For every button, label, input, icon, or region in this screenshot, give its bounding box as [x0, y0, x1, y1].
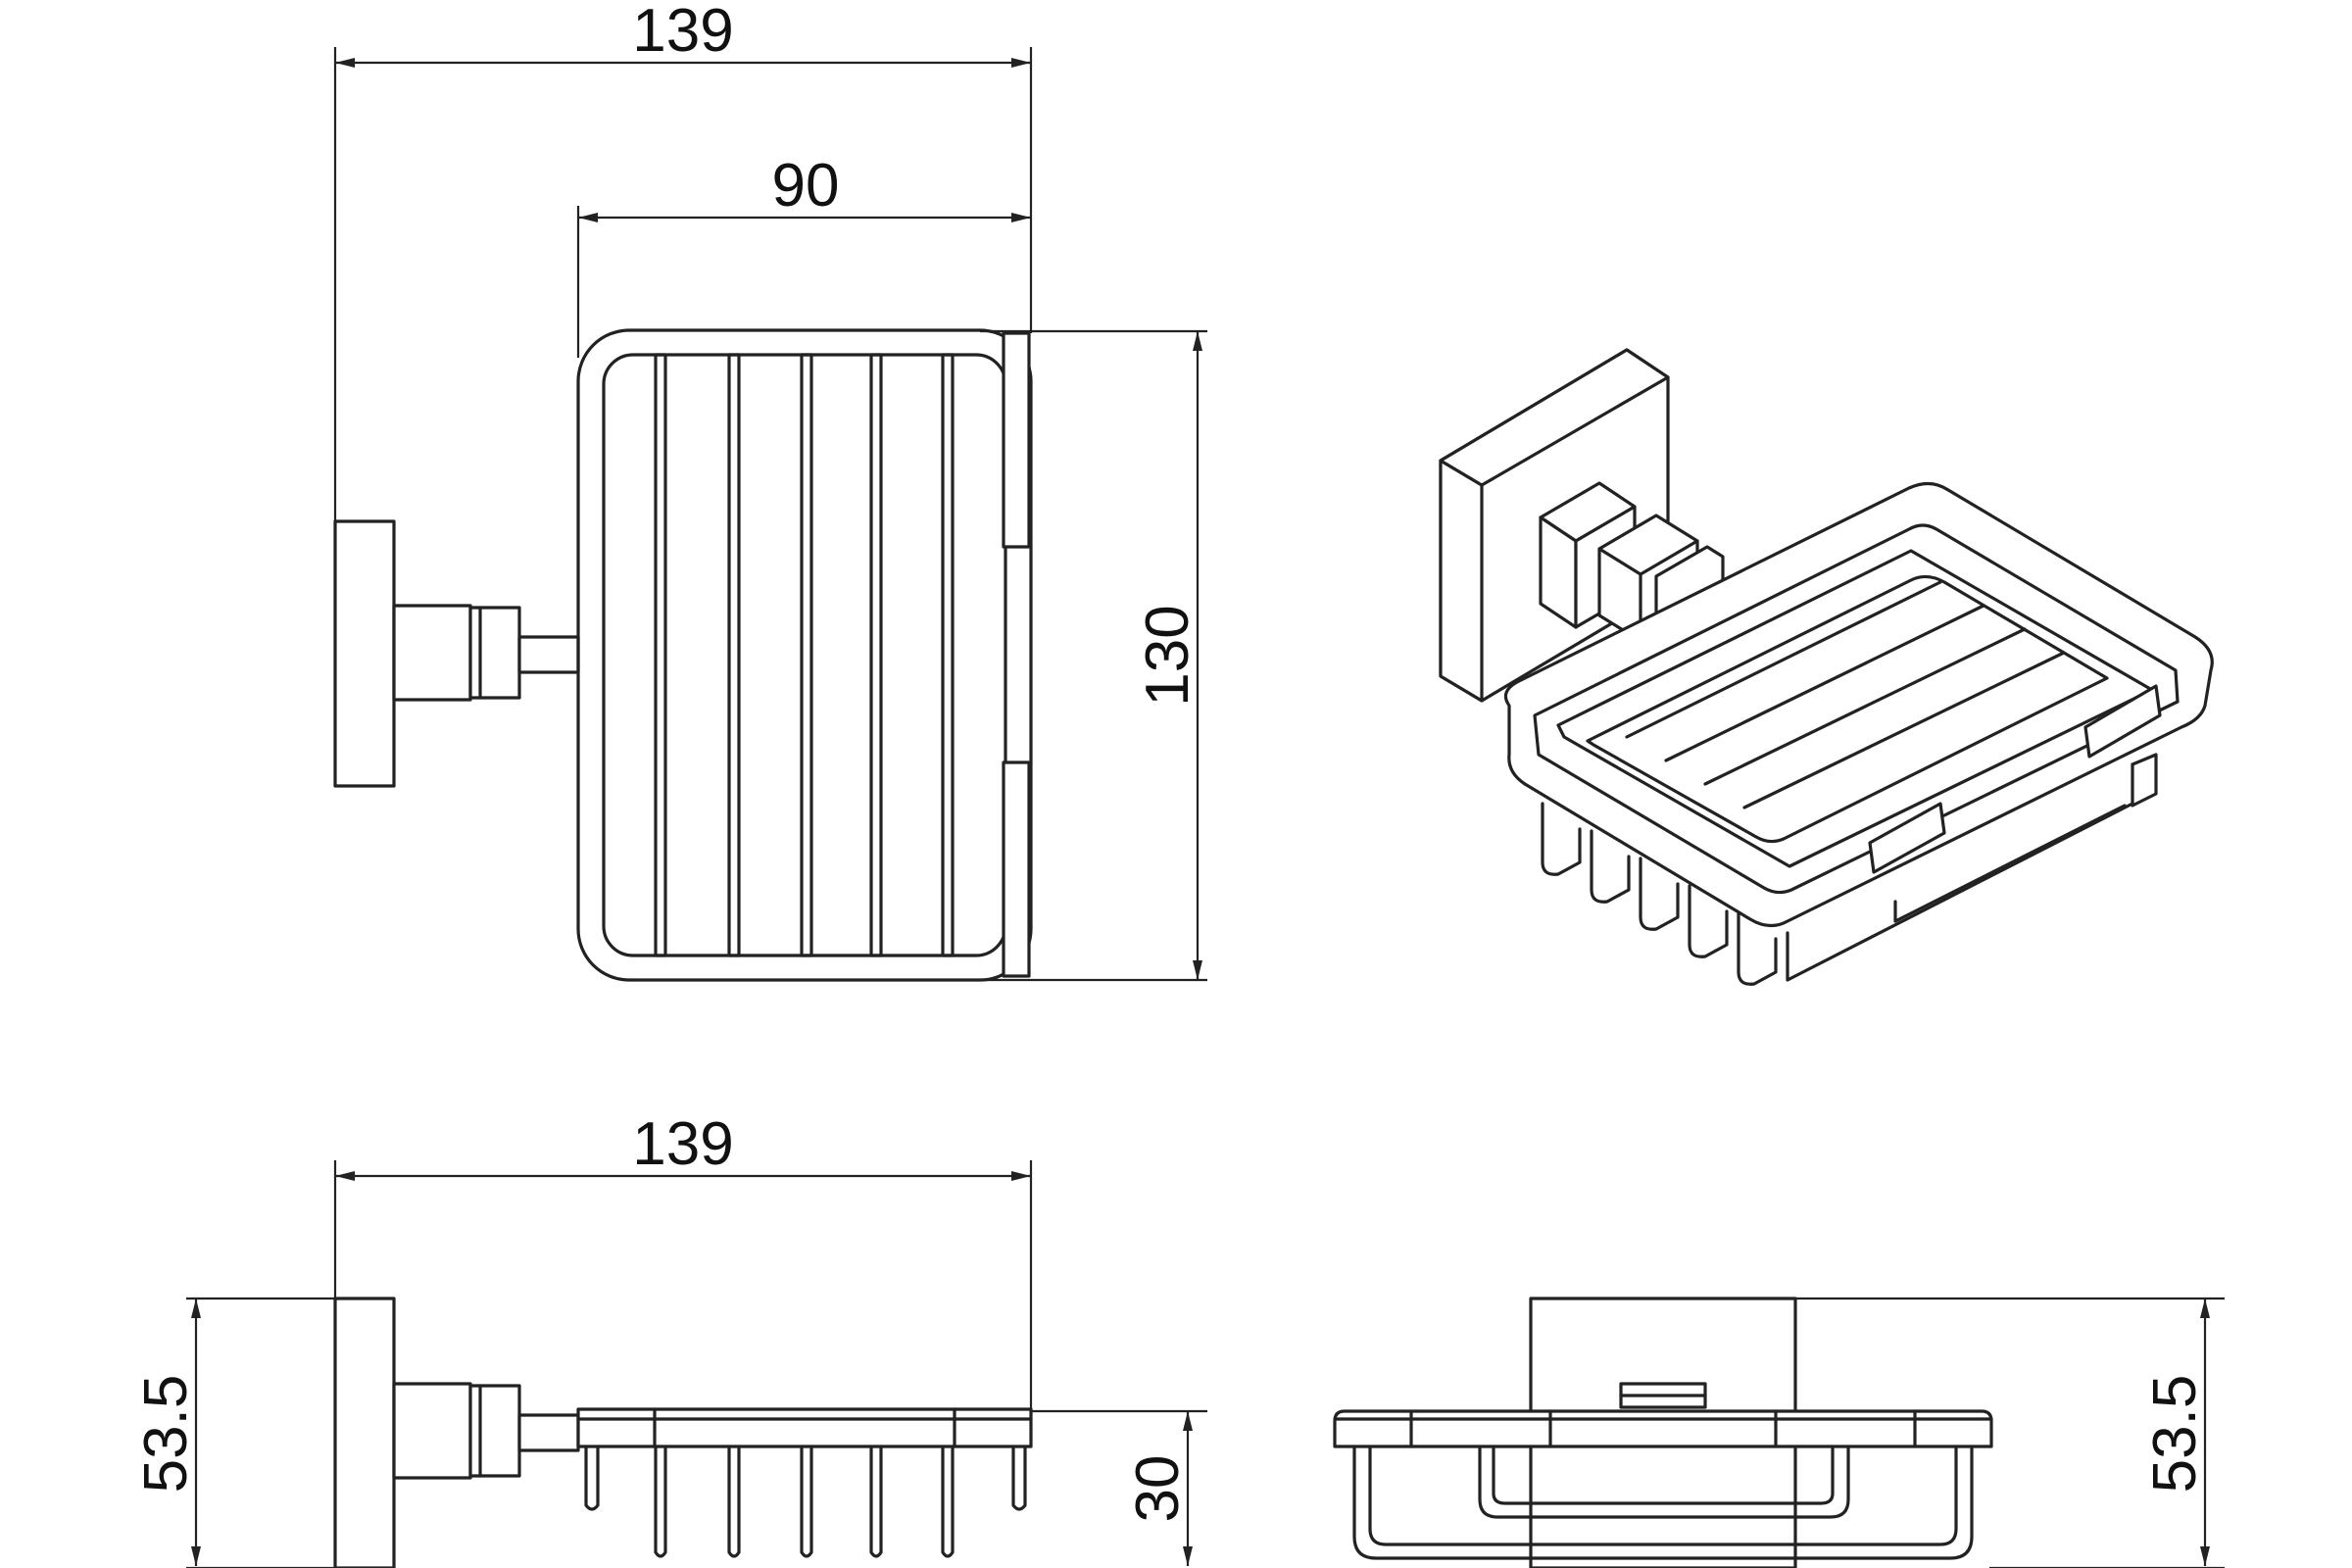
front-view-height-label: 53.5 — [2141, 1375, 2209, 1494]
side-view-height-label: 53.5 — [132, 1375, 200, 1494]
top-view-depth-label: 130 — [1134, 605, 1201, 706]
side-view-basket-height-dimension: 30 — [1124, 1411, 1193, 1566]
front-view-basket-rim — [1333, 1409, 1993, 1448]
isometric-clip-front — [1868, 802, 1946, 874]
side-view-basket-height-label: 30 — [1124, 1455, 1192, 1523]
isometric-basket-loops — [1541, 753, 2158, 986]
top-view-extension-lines — [333, 47, 1207, 982]
top-view-support-rod — [517, 635, 580, 674]
side-view-arm-collar — [392, 1382, 472, 1480]
isometric-basket-rim — [1503, 481, 2214, 928]
top-view-clip-upper — [1002, 331, 1031, 549]
side-view-wall-plate — [333, 1297, 396, 1568]
front-view-extension-lines — [1793, 1297, 2225, 1568]
front-view-basket — [1333, 1409, 1993, 1560]
isometric-basket — [1503, 481, 2214, 986]
top-view-basket-width-label: 90 — [772, 152, 840, 220]
top-view-wall-plate — [333, 519, 396, 788]
top-view-arm-knuckle — [468, 606, 521, 700]
side-view-basket-rim — [576, 1407, 1033, 1448]
top-view-basket-slats — [654, 353, 955, 957]
top-view-depth-dimension: 130 — [1134, 331, 1202, 980]
side-view-basket-legs — [584, 1445, 1027, 1558]
top-view-arm-collar — [392, 604, 472, 702]
side-view-overall-width-dimension: 139 — [335, 1110, 1031, 1181]
top-view-basket-outer-frame — [576, 328, 1033, 982]
isometric-view — [1439, 348, 2214, 986]
side-view: 139 53.5 30 — [132, 1110, 1207, 1568]
isometric-clip-right — [2083, 684, 2162, 759]
top-view-overall-width-dimension: 139 — [335, 0, 1031, 68]
side-view-support-rod — [517, 1413, 580, 1452]
side-view-basket — [576, 1407, 1033, 1558]
top-view-basket-width-dimension: 90 — [578, 152, 1031, 222]
top-view-clip-lower — [1002, 760, 1031, 978]
side-view-arm-knuckle — [468, 1384, 521, 1478]
side-view-extension-lines — [186, 1160, 1207, 1568]
side-view-height-dimension: 53.5 — [132, 1298, 201, 1566]
top-view: 139 90 130 — [333, 0, 1207, 982]
front-view-height-dimension: 53.5 — [2141, 1298, 2210, 1566]
top-view-overall-width-label: 139 — [632, 0, 733, 65]
top-view-basket — [576, 328, 1033, 982]
front-view: 53.5 — [1333, 1297, 2225, 1568]
side-view-overall-width-label: 139 — [632, 1110, 733, 1178]
